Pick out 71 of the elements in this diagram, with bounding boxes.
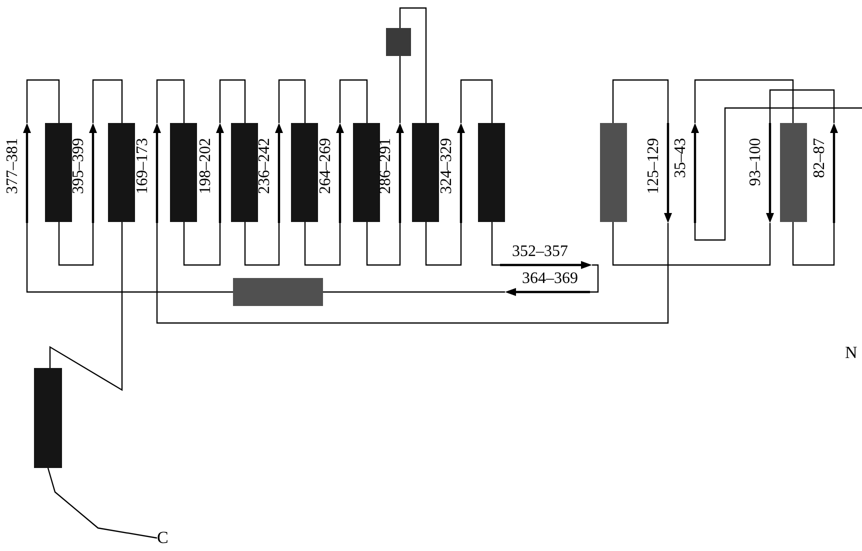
loop-line	[47, 468, 158, 539]
beta-strand	[830, 123, 838, 223]
loop-line	[366, 222, 401, 266]
helix-bar	[170, 123, 197, 222]
loop-line	[304, 222, 341, 266]
residue-range-label: 286–291	[378, 138, 394, 194]
residue-range-label: 125–129	[646, 138, 662, 194]
helix-bar	[478, 123, 505, 222]
beta-strand	[691, 123, 699, 223]
loop-line	[49, 222, 123, 392]
loop-line	[425, 222, 462, 266]
helix-bar	[600, 123, 627, 222]
beta-strand	[216, 123, 224, 223]
loop-line	[769, 89, 835, 123]
residue-range-label: 236–242	[257, 138, 273, 194]
loop-line	[339, 79, 368, 123]
helix-bar	[353, 123, 380, 222]
helix-bar	[108, 123, 135, 222]
loop-line	[183, 222, 221, 266]
terminus-label: C	[157, 528, 168, 548]
loop-line	[323, 291, 505, 293]
helix-bar	[412, 123, 439, 222]
residue-range-label: 324–329	[439, 138, 455, 194]
beta-strand	[89, 123, 97, 223]
loop-line	[694, 107, 862, 241]
residue-range-label: 82–87	[812, 138, 828, 178]
beta-strand	[336, 123, 344, 223]
terminus-label: N	[845, 343, 858, 363]
helix-bar	[231, 123, 258, 222]
beta-strand	[500, 261, 592, 269]
beta-strand	[505, 288, 590, 296]
beta-strand	[766, 123, 774, 223]
residue-range-label: 395–399	[71, 138, 87, 194]
residue-range-label: 352–357	[512, 244, 568, 260]
residue-range-label: 377–381	[5, 138, 21, 194]
loop-line	[399, 7, 427, 123]
loop-line	[244, 222, 280, 266]
loop-line	[219, 79, 246, 123]
loop-line	[590, 264, 599, 293]
beta-strand	[153, 123, 161, 223]
loop-line	[26, 79, 60, 123]
helix-bar	[386, 28, 411, 56]
loop-line	[694, 79, 794, 123]
loop-line	[491, 222, 500, 266]
beta-strand	[664, 123, 672, 223]
loop-line	[399, 56, 401, 123]
loop-line	[612, 79, 669, 123]
helix-bar	[45, 123, 72, 222]
beta-strand	[275, 123, 283, 223]
loop-line	[278, 79, 306, 123]
residue-range-label: 93–100	[748, 138, 764, 186]
residue-range-label: 264–269	[318, 138, 334, 194]
loop-line	[156, 79, 185, 123]
residue-range-label: 198–202	[198, 138, 214, 194]
loop-line	[460, 79, 493, 123]
beta-strand	[23, 123, 31, 223]
residue-range-label: 364–369	[522, 271, 578, 287]
helix-bar	[34, 368, 62, 468]
loop-line	[26, 223, 233, 293]
beta-strand	[457, 123, 465, 223]
beta-strand	[396, 123, 404, 223]
helix-bar	[233, 278, 323, 306]
loop-line	[156, 223, 669, 324]
loop-line	[612, 222, 771, 266]
loop-line	[58, 222, 94, 266]
loop-line	[792, 222, 835, 266]
residue-range-label: 169–173	[135, 138, 151, 194]
loop-line	[92, 79, 123, 123]
residue-range-label: 35–43	[673, 138, 689, 178]
helix-bar	[780, 123, 807, 222]
helix-bar	[291, 123, 318, 222]
